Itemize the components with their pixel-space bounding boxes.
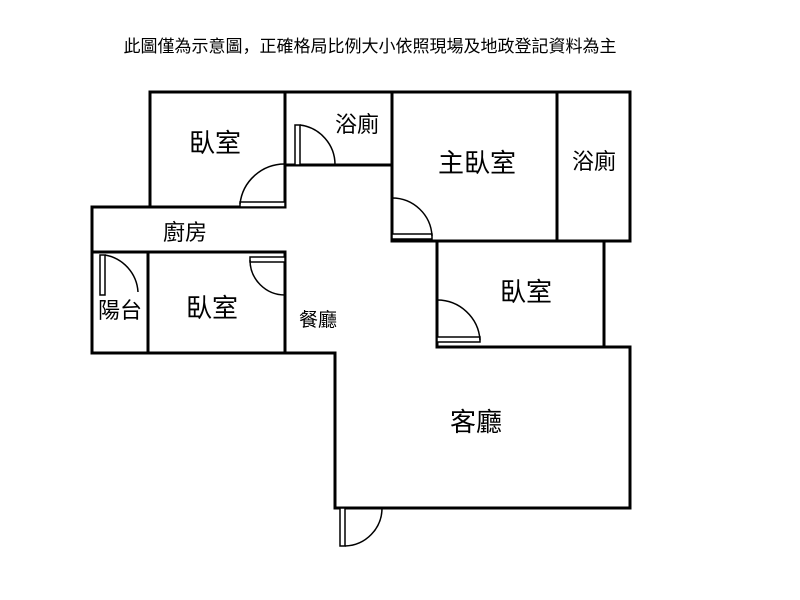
room-label-bedroom-right: 臥室 xyxy=(500,278,552,308)
door-top-left-bedroom xyxy=(239,163,286,208)
room-label-kitchen: 廚房 xyxy=(163,221,207,246)
door-right-bedroom xyxy=(436,299,481,343)
walls xyxy=(90,90,632,510)
door-balcony xyxy=(99,254,139,296)
door-master-bedroom xyxy=(391,197,433,240)
room-label-balcony: 陽台 xyxy=(98,299,142,324)
room-label-dining: 餐廳 xyxy=(299,309,337,331)
room-label-master-bedroom: 主臥室 xyxy=(438,149,516,179)
door-entrance xyxy=(339,507,383,547)
room-label-bathroom-center: 浴廁 xyxy=(335,113,379,138)
room-label-bathroom-right: 浴廁 xyxy=(572,150,616,175)
disclaimer-text: 此圖僅為示意圖，正確格局比例大小依照現場及地政登記資料為主 xyxy=(124,37,617,57)
room-label-bedroom-top-left: 臥室 xyxy=(189,129,241,159)
door-center-bathroom xyxy=(294,124,336,166)
room-label-bedroom-left: 臥室 xyxy=(186,294,238,324)
door-left-bedroom xyxy=(249,256,286,296)
room-label-living-room: 客廳 xyxy=(450,408,502,438)
